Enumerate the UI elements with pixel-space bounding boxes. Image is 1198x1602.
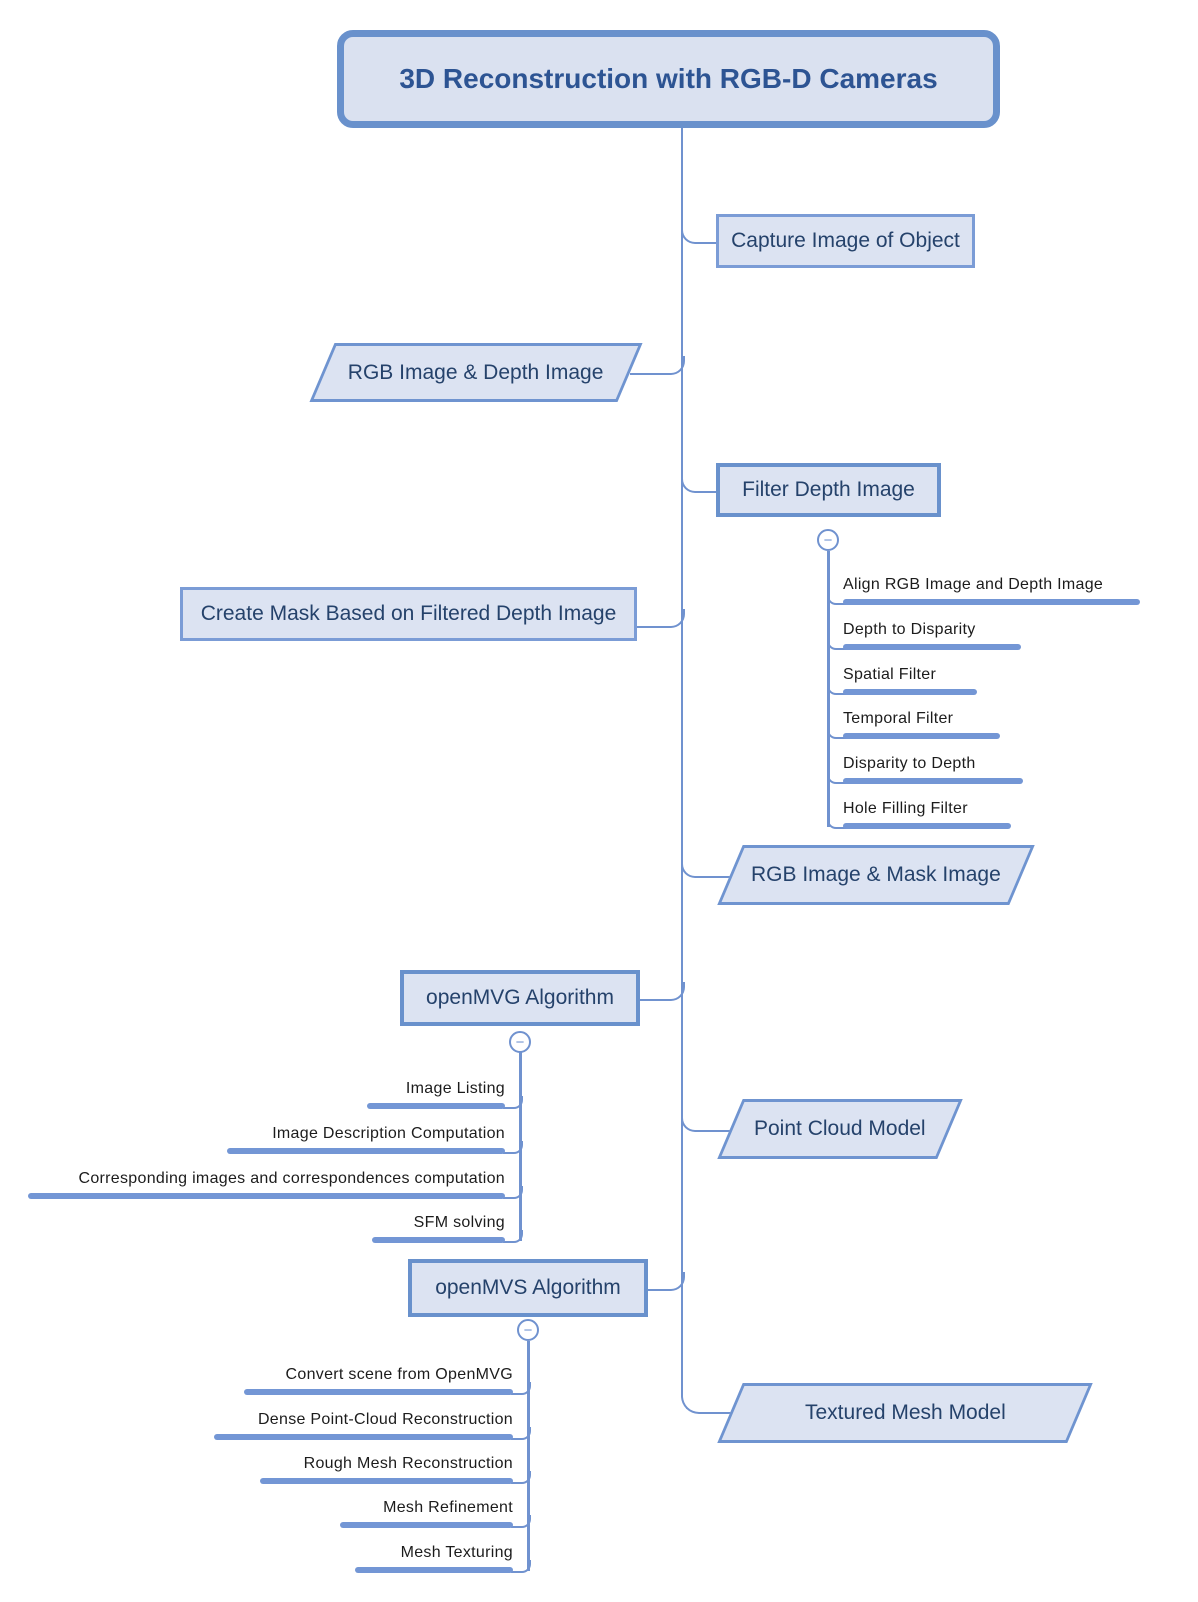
openmvs-subtree-line xyxy=(527,1341,530,1571)
subtopic-underline xyxy=(244,1389,513,1395)
subtopic-connector xyxy=(511,1515,531,1528)
subtopic-connector xyxy=(511,1427,531,1440)
subtopic-image-listing[interactable]: Image Listing xyxy=(367,1077,505,1109)
minus-icon: − xyxy=(523,1321,533,1339)
subtopic-image-description[interactable]: Image Description Computation xyxy=(227,1122,505,1154)
subtopic-connector xyxy=(503,1096,523,1109)
connector-create-mask xyxy=(637,609,685,628)
subtopic-underline xyxy=(227,1148,505,1154)
subtopic-dense-pointcloud[interactable]: Dense Point-Cloud Reconstruction xyxy=(214,1408,513,1440)
subtopic-underline xyxy=(843,823,1011,829)
subtopic-rough-mesh[interactable]: Rough Mesh Reconstruction xyxy=(260,1452,513,1484)
connector-point-cloud xyxy=(681,1113,733,1132)
node-rgb-depth-image-label: RGB Image & Depth Image xyxy=(348,360,604,384)
node-openmvg-label: openMVG Algorithm xyxy=(426,986,614,1009)
subtopic-underline xyxy=(372,1237,505,1243)
connector-openmvs xyxy=(648,1272,685,1291)
subtopic-connector xyxy=(827,682,846,695)
subtopic-temporal-filter[interactable]: Temporal Filter xyxy=(843,707,1000,739)
subtopic-underline xyxy=(355,1567,513,1573)
subtopic-connector xyxy=(511,1471,531,1484)
subtopic-underline xyxy=(843,778,1023,784)
subtopic-convert-scene[interactable]: Convert scene from OpenMVG xyxy=(244,1363,513,1395)
node-textured-mesh-label: Textured Mesh Model xyxy=(804,1401,1006,1424)
subtopic-mesh-refinement[interactable]: Mesh Refinement xyxy=(340,1496,513,1528)
node-capture-image[interactable]: Capture Image of Object xyxy=(716,214,975,268)
node-create-mask-label: Create Mask Based on Filtered Depth Imag… xyxy=(200,602,617,625)
node-rgb-depth-image[interactable]: RGB Image & Depth Image xyxy=(309,343,643,402)
subtopic-spatial-filter[interactable]: Spatial Filter xyxy=(843,663,977,695)
subtopic-hole-filling[interactable]: Hole Filling Filter xyxy=(843,797,1011,829)
node-create-mask[interactable]: Create Mask Based on Filtered Depth Imag… xyxy=(180,587,637,641)
subtopic-connector xyxy=(827,771,846,784)
node-openmvs-label: openMVS Algorithm xyxy=(435,1276,621,1299)
node-capture-image-label: Capture Image of Object xyxy=(731,229,960,252)
subtopic-underline xyxy=(843,644,1021,650)
subtopic-align-rgb-depth[interactable]: Align RGB Image and Depth Image xyxy=(843,573,1140,605)
subtopic-underline xyxy=(260,1478,513,1484)
collapse-button-openmvg[interactable]: − xyxy=(509,1031,531,1053)
connector-filter xyxy=(681,474,719,493)
subtopic-underline xyxy=(843,733,1000,739)
node-openmvs[interactable]: openMVS Algorithm xyxy=(408,1259,648,1317)
main-branch-line xyxy=(681,127,731,1414)
subtopic-connector xyxy=(827,816,846,829)
collapse-button-filter[interactable]: − xyxy=(817,529,839,551)
node-rgb-mask-image-label: RGB Image & Mask Image xyxy=(751,863,1001,886)
subtopic-connector xyxy=(503,1186,523,1199)
node-openmvg[interactable]: openMVG Algorithm xyxy=(400,970,640,1026)
subtopic-disparity-to-depth[interactable]: Disparity to Depth xyxy=(843,752,1023,784)
node-filter-depth[interactable]: Filter Depth Image xyxy=(716,463,941,517)
subtopic-underline xyxy=(843,689,977,695)
minus-icon: − xyxy=(823,531,833,549)
connector-capture xyxy=(681,225,719,244)
minus-icon: − xyxy=(515,1033,525,1051)
subtopic-connector xyxy=(827,592,846,605)
node-textured-mesh[interactable]: Textured Mesh Model xyxy=(717,1383,1093,1443)
subtopic-sfm-solving[interactable]: SFM solving xyxy=(372,1211,505,1243)
node-point-cloud[interactable]: Point Cloud Model xyxy=(717,1099,963,1159)
subtopic-correspondences[interactable]: Corresponding images and correspondences… xyxy=(28,1167,505,1199)
node-point-cloud-label: Point Cloud Model xyxy=(754,1117,926,1140)
subtopic-mesh-texturing[interactable]: Mesh Texturing xyxy=(355,1541,513,1573)
subtopic-underline xyxy=(28,1193,505,1199)
root-node[interactable]: 3D Reconstruction with RGB-D Cameras xyxy=(337,30,1000,128)
subtopic-connector xyxy=(511,1560,531,1573)
subtopic-connector xyxy=(503,1230,523,1243)
subtopic-underline xyxy=(214,1434,513,1440)
subtopic-connector xyxy=(827,726,846,739)
subtopic-underline xyxy=(340,1522,513,1528)
subtopic-connector xyxy=(503,1141,523,1154)
subtopic-underline xyxy=(367,1103,505,1109)
connector-openmvg xyxy=(640,982,685,1001)
subtopic-connector xyxy=(827,637,846,650)
connector-rgb-depth xyxy=(630,356,685,375)
subtopic-depth-to-disparity[interactable]: Depth to Disparity xyxy=(843,618,1021,650)
node-rgb-mask-image[interactable]: RGB Image & Mask Image xyxy=(717,845,1035,905)
subtopic-underline xyxy=(843,599,1140,605)
node-filter-depth-label: Filter Depth Image xyxy=(742,478,915,501)
connector-rgb-mask xyxy=(681,859,733,878)
collapse-button-openmvs[interactable]: − xyxy=(517,1319,539,1341)
subtopic-connector xyxy=(511,1382,531,1395)
root-node-label: 3D Reconstruction with RGB-D Cameras xyxy=(399,63,938,94)
